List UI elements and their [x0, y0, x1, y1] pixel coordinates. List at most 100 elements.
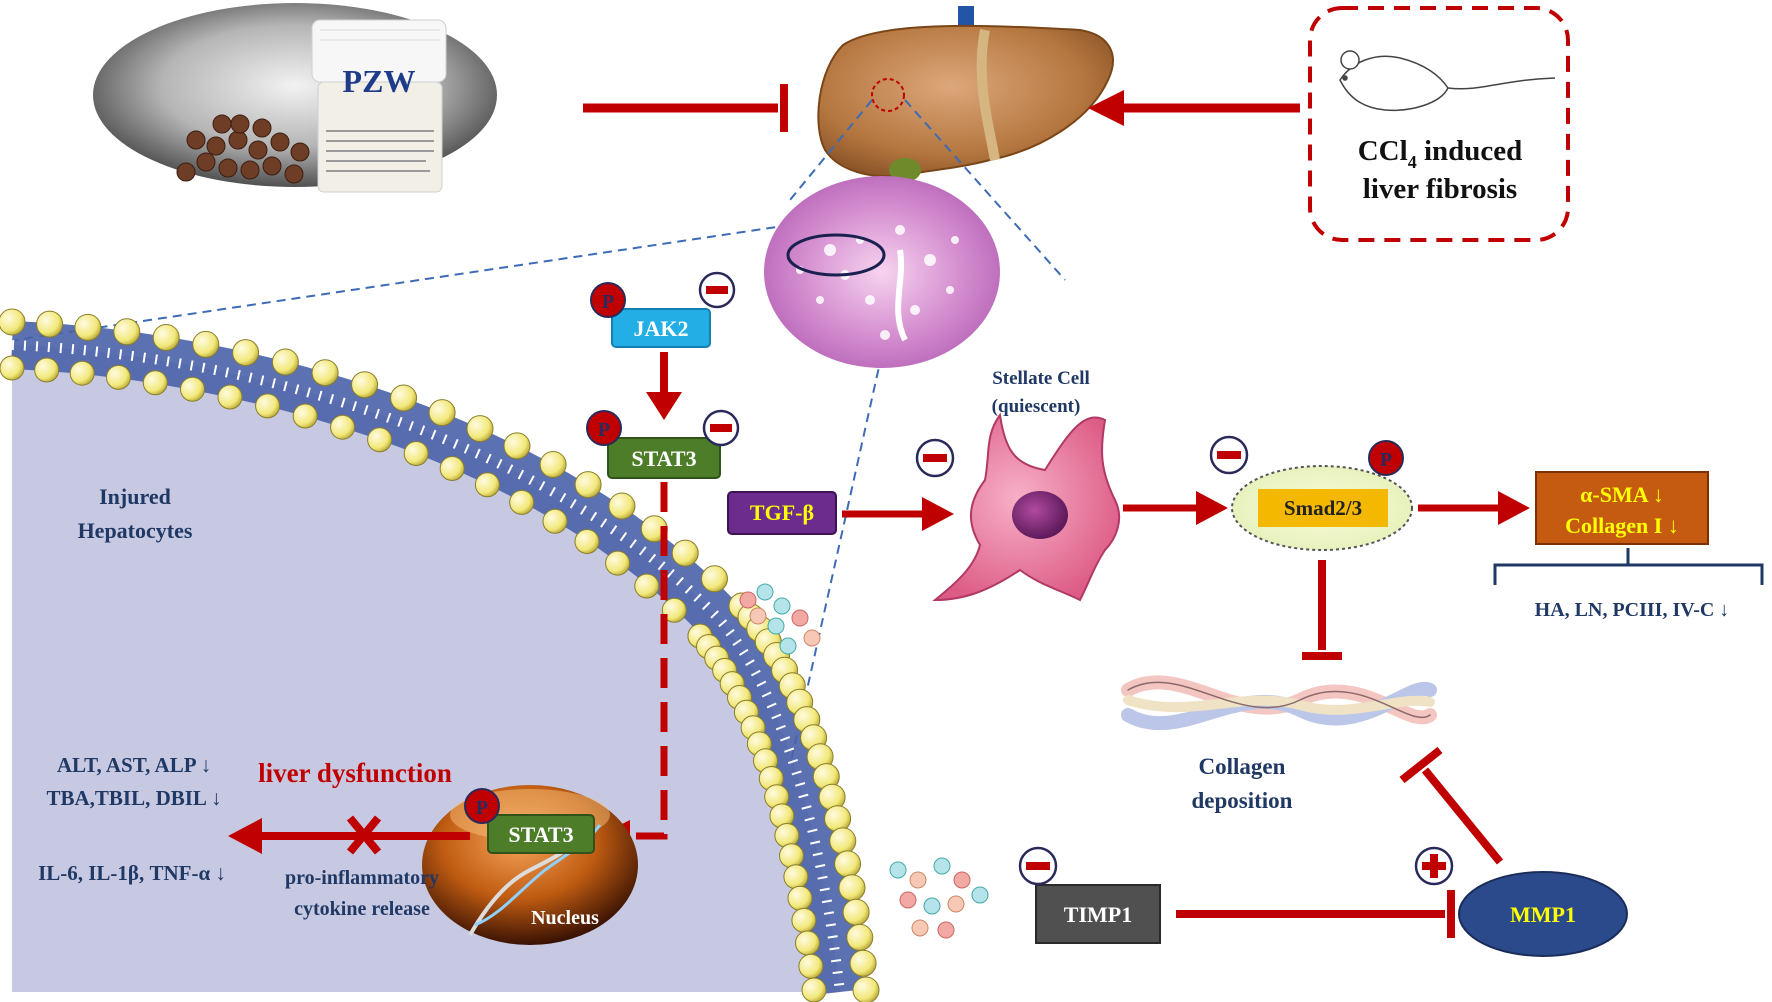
svg-text:P: P	[598, 419, 610, 441]
mmp1-node: MMP1	[1458, 871, 1628, 957]
timp1-node: TIMP1	[1035, 884, 1161, 944]
phospholipid-head	[180, 376, 205, 402]
phospholipid-head	[271, 348, 299, 376]
phospholipid-head	[330, 414, 356, 440]
stellate-to-smad-arrow	[1123, 491, 1228, 525]
collagen-label-line1: Collagen	[1199, 754, 1286, 779]
mmp1-label: MMP1	[1510, 902, 1576, 927]
cytokines-label: IL-6, IL-1β, TNF-α ↓	[38, 861, 226, 885]
phosphate-badge: P	[1368, 440, 1404, 476]
liver-fibrosis-label: liver fibrosis	[1363, 173, 1517, 205]
phospholipid-head	[608, 492, 636, 520]
stat3-nuclear-node: STAT3 P	[464, 788, 595, 854]
phosphate-badge: P	[464, 788, 500, 824]
phospholipid-head	[661, 597, 687, 623]
phospholipid-head	[503, 432, 531, 460]
timp1-label: TIMP1	[1064, 902, 1132, 927]
phospholipid-head	[787, 885, 813, 911]
phospholipid-head	[474, 472, 500, 498]
jak2-node: JAK2 P	[590, 271, 736, 348]
phospholipid-head	[439, 456, 465, 481]
phospholipid-head	[791, 907, 817, 933]
phosphate-badge: P	[586, 410, 622, 446]
release-line2: cytokine release	[294, 898, 430, 920]
collagen1-label: Collagen I ↓	[1565, 513, 1679, 538]
nucleus-label: Nucleus	[531, 907, 599, 929]
tgfb-node: TGF-β	[727, 491, 837, 535]
block-x-icon	[346, 815, 382, 855]
stellate-label-line2: (quiescent)	[992, 396, 1081, 417]
inhibit-minus-icon	[702, 409, 740, 447]
phospholipid-head	[834, 850, 862, 878]
phospholipid-head	[842, 898, 870, 926]
phospholipid-head	[106, 364, 131, 390]
stat3-label: STAT3	[631, 446, 696, 471]
phospholipid-head	[152, 324, 180, 351]
enzymes-line2: TBA,TBIL, DBIL ↓	[46, 786, 221, 810]
inhibit-minus-icon	[1018, 846, 1058, 886]
phospholipid-head	[351, 371, 379, 399]
inhibit-minus-icon	[1209, 435, 1249, 475]
phospholipid-head	[292, 403, 318, 429]
phospholipid-head	[801, 977, 827, 1002]
phospholipid-head	[852, 976, 880, 1002]
svg-text:P: P	[602, 291, 614, 313]
phospholipid-head	[574, 471, 602, 499]
phospholipid-head	[403, 441, 429, 466]
phospholipid-head	[36, 310, 64, 338]
stellate-label-line1: Stellate Cell	[992, 368, 1090, 389]
marker-bracket	[1493, 548, 1764, 585]
collagen-fibers	[1121, 675, 1437, 731]
smad-node: Smad2/3	[1231, 465, 1413, 551]
jak2-to-stat3-arrow	[646, 352, 682, 420]
stat3-nuclear-label: STAT3	[508, 822, 573, 847]
phospholipid-head	[466, 415, 494, 443]
phospholipid-head	[74, 313, 102, 341]
phospholipid-head	[390, 384, 418, 412]
phospholipid-head	[701, 565, 728, 593]
smad-to-asma-arrow	[1418, 491, 1530, 525]
phospholipid-head	[142, 370, 168, 396]
stellate-cell	[932, 412, 1121, 602]
phospholipid-head	[113, 318, 141, 346]
hepatocytes-label: Hepatocytes	[78, 518, 193, 543]
liver-dysfunction-label: liver dysfunction	[258, 758, 452, 788]
stat3-node: STAT3 P	[586, 409, 740, 479]
phospholipid-head	[192, 330, 220, 358]
asma-label: α-SMA ↓	[1580, 482, 1664, 507]
phospholipid-head	[542, 508, 568, 534]
phospholipid-head	[824, 805, 852, 833]
injured-hepatocyte-cell	[0, 308, 880, 1002]
phospholipid-head	[0, 308, 26, 336]
phospholipid-head	[34, 357, 60, 383]
phospholipid-head	[779, 843, 804, 869]
phospholipid-head	[217, 384, 243, 410]
injured-label: Injured	[99, 484, 171, 509]
inhibit-minus-icon	[915, 438, 955, 478]
ccl4-label: CCl4 induced	[1358, 135, 1523, 172]
inhibit-minus-icon	[698, 271, 736, 309]
blocked-output-arrow	[228, 815, 470, 855]
phospholipid-heads-inner	[0, 355, 827, 1002]
tgfb-to-stellate-arrow	[842, 497, 954, 531]
mouse-icon	[1339, 50, 1556, 112]
jak2-label: JAK2	[634, 316, 689, 341]
liver-histology-section	[764, 176, 1000, 368]
ccl4-model-box: CCl4 induced liver fibrosis	[1308, 6, 1570, 242]
mmp1-inhibits-collagen	[1399, 746, 1504, 865]
activate-plus-icon	[1414, 846, 1454, 886]
release-line1: pro-inflammatory	[285, 867, 439, 889]
phospholipid-head	[783, 864, 809, 890]
tgfb-label: TGF-β	[750, 500, 814, 525]
cytokine-particles-lower	[889, 857, 989, 939]
phospholipid-head	[311, 359, 339, 387]
phospholipid-head	[849, 949, 877, 977]
nucleus: Nucleus	[422, 785, 638, 945]
smad-label: Smad2/3	[1284, 496, 1362, 520]
phospholipid-head	[838, 874, 866, 902]
phospholipid-head	[634, 573, 660, 599]
zoom-guide-lines	[14, 99, 1066, 991]
phospholipid-head	[671, 539, 699, 567]
ccl4-to-liver-arrow	[1088, 90, 1300, 126]
